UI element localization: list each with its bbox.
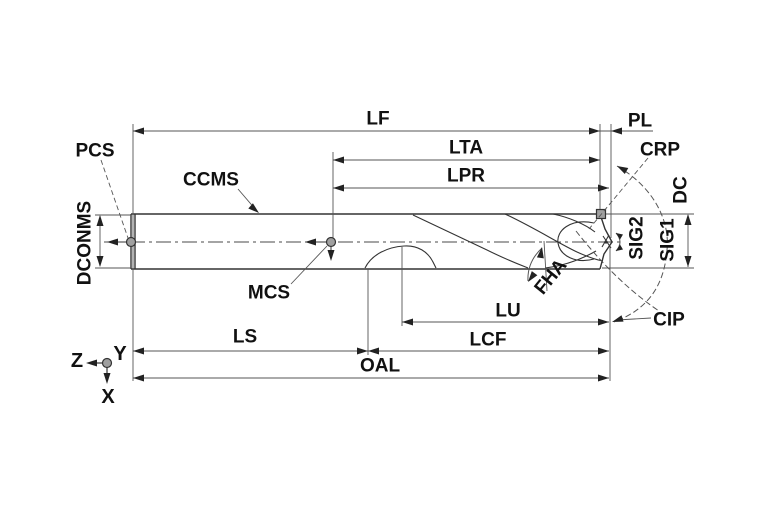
dim-label-lpr: LPR [447,165,485,187]
dim-label-oal: OAL [359,355,401,377]
dimension-arrowheads [96,127,692,382]
leader-arrowheads [248,203,259,213]
dim-label-ccms: CCMS [183,169,239,191]
dim-label-pl: PL [627,110,653,132]
arc-arrowheads [528,166,629,322]
dim-label-dconms: DCONMS [74,200,96,286]
dim-label-ls: LS [232,326,258,348]
dim-label-crp: CRP [639,139,681,161]
dim-label-pcs: PCS [75,140,115,162]
axis-label-z: Z [70,350,84,372]
dim-label-sig1: SIG1 [657,218,679,262]
mcs-marker [305,236,337,261]
dim-label-lta: LTA [448,137,484,159]
dim-label-mcs: MCS [247,282,291,304]
axis-indicator [86,357,113,384]
angle-arcs [527,165,668,323]
dim-label-sig2: SIG2 [626,216,648,260]
dim-label-lu: LU [495,300,521,322]
dim-label-lf: LF [366,108,390,130]
dim-label-dc: DC [670,176,692,204]
axis-label-x: X [101,386,115,408]
extension-lines [95,124,694,381]
flute-curves [364,213,612,269]
dim-label-cip: CIP [653,309,685,331]
axis-label-y: Y [113,343,127,365]
dim-label-lcf: LCF [469,329,507,351]
pcs-marker [107,236,137,248]
